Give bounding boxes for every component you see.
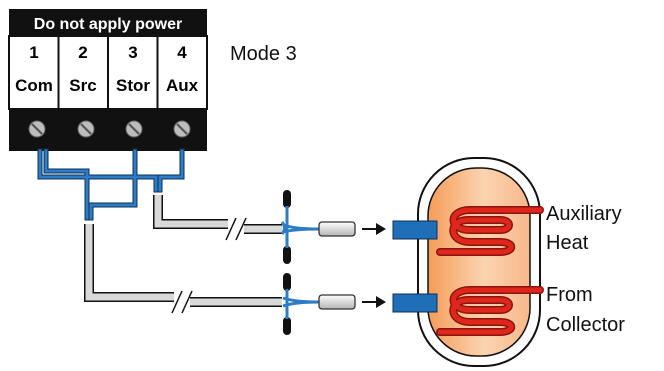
auxiliary-heat-label-line1: Auxiliary <box>546 203 622 225</box>
cable-break-icon <box>171 290 193 314</box>
upper-sensor-cable <box>153 195 282 241</box>
lower-sensor-probe <box>318 294 356 310</box>
lower-sensor-connector <box>282 273 356 335</box>
upper-sensor-connector <box>280 190 356 264</box>
upper-sensor-probe <box>318 221 356 237</box>
terminal-3-label: Stor <box>116 76 150 95</box>
lower-arrow-icon <box>362 296 386 308</box>
lower-sensor-cable <box>84 224 282 314</box>
collector-label-line1: From <box>546 284 593 306</box>
terminal-block: Do not apply power 1 2 3 4 Com Src Stor … <box>8 9 208 151</box>
terminal-header-bar <box>9 9 207 36</box>
upper-arrow-icon <box>362 223 386 235</box>
terminal-1-number: 1 <box>29 43 38 62</box>
cable-break-icon <box>225 217 247 241</box>
terminal-4-number: 4 <box>177 43 187 62</box>
terminal-3-screw-icon <box>125 120 143 138</box>
lower-sensor-well <box>392 293 438 313</box>
terminal-4-screw-icon <box>173 120 191 138</box>
collector-coil <box>436 286 544 336</box>
terminal-1-label: Com <box>15 76 53 95</box>
auxiliary-heat-label-line2: Heat <box>546 232 589 254</box>
auxiliary-heat-coil <box>436 206 544 256</box>
terminal-4-label: Aux <box>166 76 199 95</box>
terminal-2-label: Src <box>69 76 96 95</box>
collector-label-line2: Collector <box>546 314 625 336</box>
sensor-wires <box>37 148 185 221</box>
terminal-3-number: 3 <box>128 43 137 62</box>
terminal-1-screw-icon <box>28 120 46 138</box>
terminal-2-screw-icon <box>77 120 95 138</box>
upper-sensor-well <box>392 220 438 240</box>
mode-label: Mode 3 <box>230 43 297 65</box>
terminal-2-number: 2 <box>78 43 87 62</box>
terminal-header-text: Do not apply power <box>34 16 182 33</box>
